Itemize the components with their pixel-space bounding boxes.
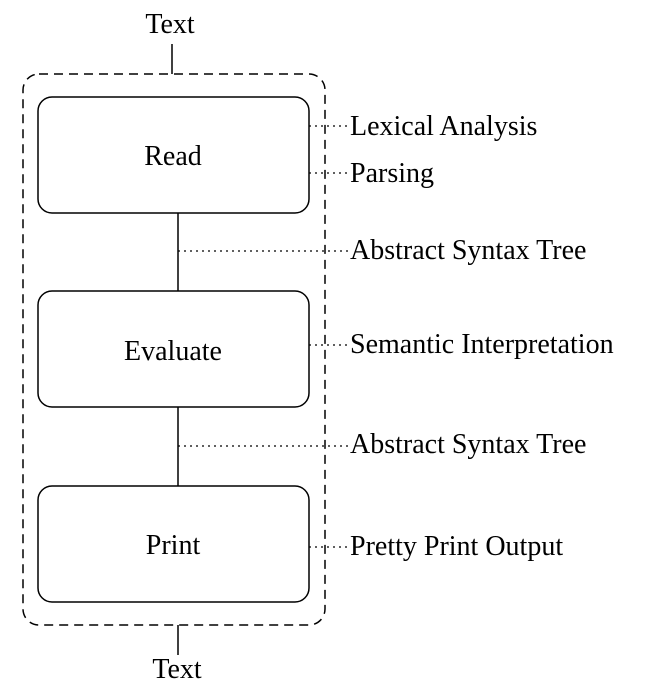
evaluate-label: Evaluate (124, 336, 222, 367)
print-label: Print (146, 530, 201, 561)
repl-boundary (22, 73, 326, 626)
pretty-print-output-label: Pretty Print Output (350, 531, 563, 562)
semantic-interpretation-label: Semantic Interpretation (350, 329, 614, 360)
read-box (37, 96, 310, 214)
abstract-syntax-tree-label-1: Abstract Syntax Tree (350, 235, 586, 266)
output-text-label: Text (152, 654, 202, 685)
abstract-syntax-tree-label-2: Abstract Syntax Tree (350, 429, 586, 460)
parsing-label: Parsing (350, 158, 434, 189)
lexical-analysis-label: Lexical Analysis (350, 111, 537, 142)
input-text-label: Text (145, 9, 195, 40)
evaluate-box (37, 290, 310, 408)
read-label: Read (144, 141, 202, 172)
print-box (37, 485, 310, 603)
